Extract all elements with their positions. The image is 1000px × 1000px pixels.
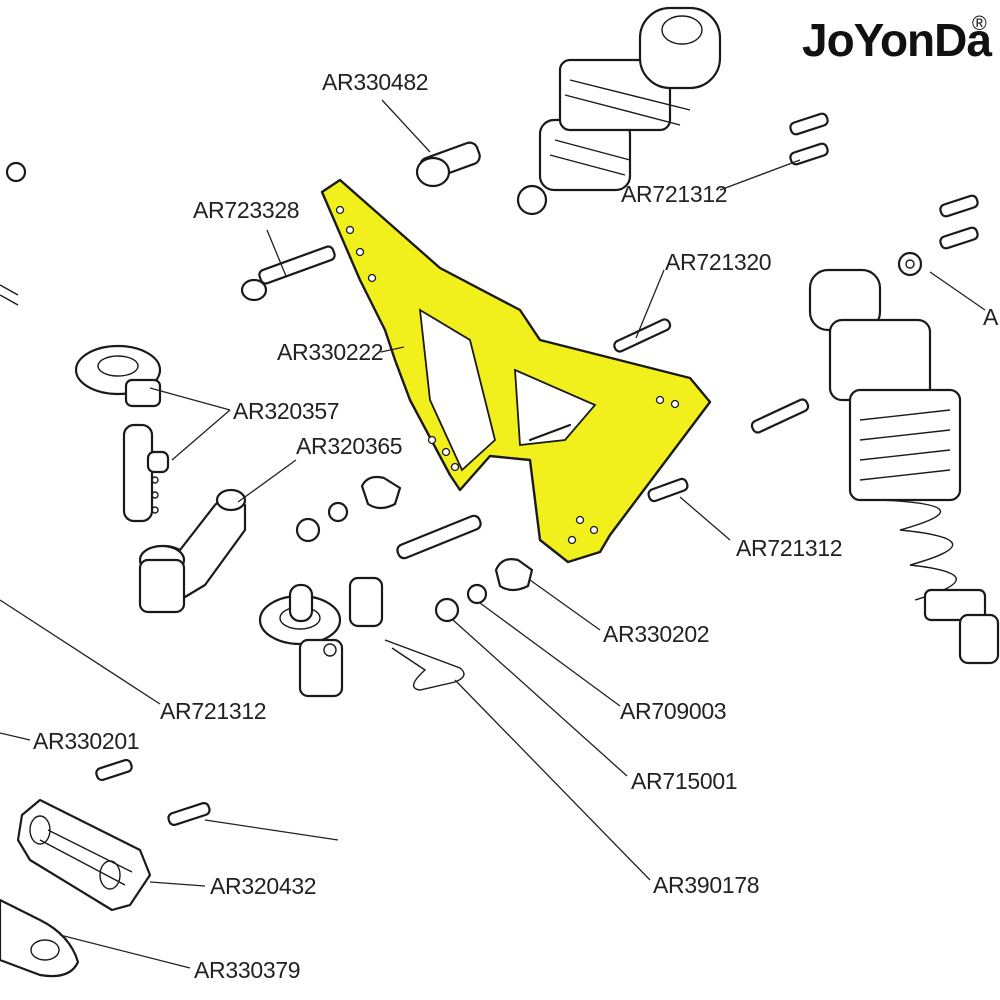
body-clip [384, 639, 465, 691]
label-ar721312-mid: AR721312 [736, 535, 842, 561]
label-ar709003: AR709003 [620, 698, 726, 724]
tower-pin-inserted [528, 423, 572, 442]
label-cut-right: AI [983, 304, 1000, 330]
long-screw [240, 245, 336, 302]
ball-end-cap [415, 141, 481, 188]
label-ar320365: AR320365 [296, 433, 402, 459]
tower-window [514, 368, 597, 446]
label-ar390178: AR390178 [653, 872, 759, 898]
bumper [16, 798, 152, 912]
pin-mid-right [647, 398, 810, 503]
shock-mount-lower [258, 576, 384, 698]
pins-upper-right [789, 112, 979, 250]
callout-labels: AR330482 AR723328 AR330222 AR320357 AR32… [33, 69, 1000, 983]
label-ar330201: AR330201 [33, 728, 139, 754]
shock-mount-set [74, 344, 170, 523]
brand-name: JoYonDa [802, 14, 992, 66]
label-ar721320: AR721320 [665, 249, 771, 275]
label-ar330202: AR330202 [603, 621, 709, 647]
label-ar330379: AR330379 [194, 957, 300, 983]
label-ar715001: AR715001 [631, 768, 737, 794]
leader-lines [0, 99, 986, 969]
label-ar721312-left: AR721312 [160, 698, 266, 724]
label-ar330482: AR330482 [322, 69, 428, 95]
label-ar721312-upper: AR721312 [621, 181, 727, 207]
shock-absorber-top [516, 6, 722, 216]
shock-absorber-right [808, 268, 1000, 665]
label-ar723328: AR723328 [193, 197, 299, 223]
shock-tower [320, 178, 712, 564]
registered-mark: ® [972, 13, 987, 35]
tower-pin [613, 318, 672, 353]
brand-logo: JoYonDa ® [802, 13, 993, 66]
label-ar320432: AR320432 [210, 873, 316, 899]
left-edge-screw [0, 161, 27, 306]
pins-left [95, 758, 211, 826]
lower-arm [0, 898, 80, 978]
label-ar320357: AR320357 [233, 398, 339, 424]
nuts-and-washers [295, 475, 534, 623]
nut-right [897, 251, 923, 277]
tower-window-left [418, 308, 497, 472]
label-ar330222: AR330222 [277, 339, 383, 365]
shock-mount-arm [138, 488, 247, 614]
